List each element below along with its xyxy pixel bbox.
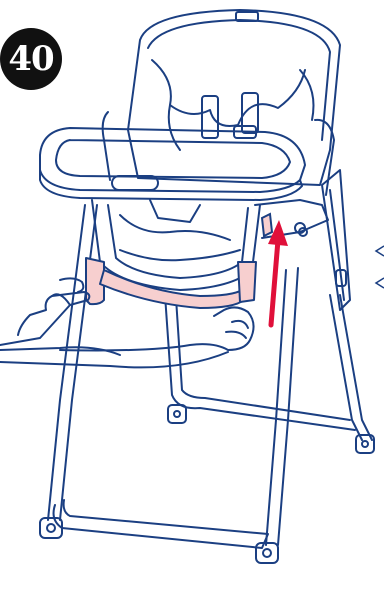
backrest	[128, 10, 340, 185]
wheel-back-left	[168, 405, 186, 423]
chevron-left-icon	[376, 246, 384, 288]
wheel-front-right	[256, 543, 278, 563]
seat-body	[92, 200, 328, 290]
caster-wheels	[40, 405, 374, 563]
wheel-front-left	[40, 518, 62, 538]
